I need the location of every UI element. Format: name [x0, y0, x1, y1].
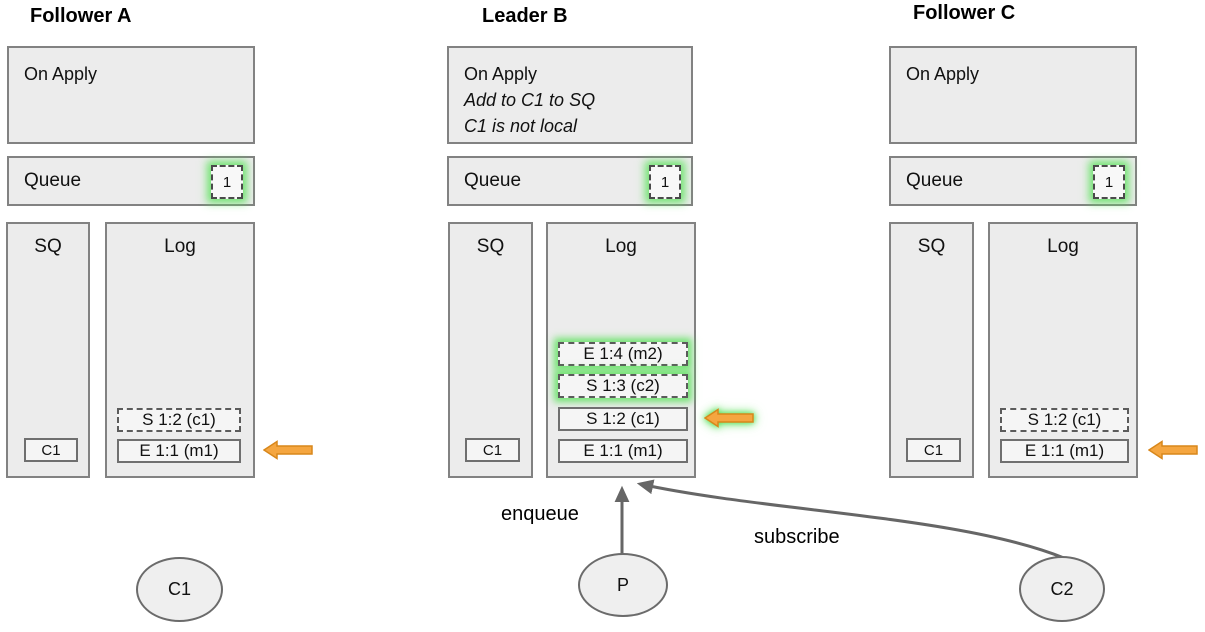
node-title-follower-c: Follower C	[913, 2, 1016, 24]
actor-label: C1	[167, 579, 191, 599]
on-apply-box-c: On Apply	[889, 46, 1137, 144]
subscribe-arrow	[636, 479, 1065, 560]
queue-label: Queue	[464, 170, 522, 191]
sq-box-a: SQ C1	[6, 222, 90, 478]
sq-box-c: SQ C1	[889, 222, 974, 478]
actor-label: C2	[1050, 578, 1074, 599]
log-entry: E 1:4 (m2)	[558, 342, 688, 366]
actor-c2: C2	[1019, 556, 1105, 622]
log-entry: S 1:3 (c2)	[558, 374, 688, 398]
queue-box-c: Queue 1	[889, 156, 1137, 206]
queue-box-b: Queue 1	[447, 156, 693, 206]
on-apply-box-a: On Apply	[7, 46, 255, 144]
node-title-follower-a: Follower A	[30, 5, 132, 27]
sq-item: C1	[465, 438, 520, 462]
enqueue-label: enqueue	[501, 503, 579, 525]
on-apply-label: On Apply	[24, 64, 98, 84]
log-entry: E 1:1 (m1)	[1000, 439, 1129, 463]
sq-label: SQ	[34, 236, 62, 257]
on-apply-note: Add to C1 to SQ	[464, 90, 596, 110]
queue-count-badge: 1	[1093, 165, 1125, 199]
queue-count-badge: 1	[649, 165, 681, 199]
sq-item: C1	[906, 438, 961, 462]
actor-c1: C1	[136, 557, 223, 622]
log-box-c: Log S 1:2 (c1) E 1:1 (m1)	[988, 222, 1138, 478]
log-entry: S 1:2 (c1)	[558, 407, 688, 431]
log-box-a: Log S 1:2 (c1) E 1:1 (m1)	[105, 222, 255, 478]
sq-label: SQ	[476, 236, 505, 257]
log-label: Log	[164, 236, 196, 257]
sq-label: SQ	[917, 236, 946, 257]
on-apply-note: C1 is not local	[464, 116, 578, 136]
node-title-leader-b: Leader B	[482, 5, 568, 27]
log-box-b: Log E 1:4 (m2) S 1:3 (c2) S 1:2 (c1) E 1…	[546, 222, 696, 478]
log-label: Log	[1047, 236, 1079, 257]
log-entry: S 1:2 (c1)	[1000, 408, 1129, 432]
log-pointer-arrow-icon	[263, 440, 313, 460]
subscribe-label: subscribe	[754, 526, 840, 548]
queue-box-a: Queue 1	[7, 156, 255, 206]
actor-label: P	[616, 574, 629, 595]
log-pointer-arrow-icon	[704, 408, 754, 428]
queue-label: Queue	[906, 170, 964, 191]
queue-count-badge: 1	[211, 165, 243, 199]
log-label: Log	[605, 236, 637, 257]
log-pointer-arrow-icon	[1148, 440, 1198, 460]
actor-p: P	[578, 553, 668, 617]
log-entry: E 1:1 (m1)	[558, 439, 688, 463]
on-apply-label: On Apply	[906, 64, 980, 84]
queue-label: Queue	[24, 170, 82, 191]
on-apply-box-b: On Apply Add to C1 to SQ C1 is not local	[447, 46, 693, 144]
log-entry: S 1:2 (c1)	[117, 408, 241, 432]
sq-item: C1	[24, 438, 78, 462]
on-apply-label: On Apply	[464, 64, 538, 84]
log-entry: E 1:1 (m1)	[117, 439, 241, 463]
sq-box-b: SQ C1	[448, 222, 533, 478]
